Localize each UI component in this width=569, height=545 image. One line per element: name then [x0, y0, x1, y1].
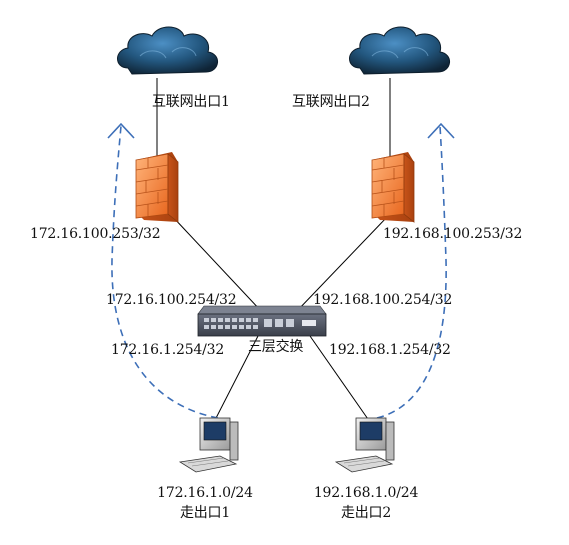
switch-downlink-right-ip: 192.168.1.254/32 — [329, 342, 451, 358]
link-firewall2-switch — [295, 215, 389, 313]
route-arrowhead-1 — [107, 122, 135, 139]
link-switch-host1 — [213, 335, 259, 423]
firewall-1-icon — [135, 152, 179, 223]
host-1-subnet-label: 172.16.1.0/24 — [157, 485, 253, 501]
firewall-1-ip-label: 172.16.100.253/32 — [30, 226, 161, 242]
link-firewall1-switch — [171, 215, 263, 313]
host-2-subnet-label: 192.168.1.0/24 — [313, 485, 419, 501]
switch-uplink-right-ip: 192.168.100.254/32 — [313, 292, 453, 308]
layer3-switch-icon — [197, 305, 327, 337]
link-switch-host2 — [309, 335, 371, 423]
switch-label: 三层交换 — [248, 339, 304, 355]
route-arrow-2 — [376, 125, 447, 419]
route-arrowhead-2 — [427, 122, 455, 139]
cloud-2-label: 互联网出口2 — [292, 94, 370, 110]
cloud-1-label: 互联网出口1 — [152, 94, 230, 110]
firewall-2-icon — [371, 152, 415, 223]
cloud-2-icon — [349, 26, 450, 75]
host-1-route-label: 走出口1 — [179, 505, 231, 521]
links — [156, 78, 391, 423]
host-2-route-label: 走出口2 — [340, 505, 392, 521]
host-2-pc-icon — [334, 417, 395, 473]
route-arrows — [107, 122, 455, 419]
cloud-1-icon — [117, 26, 218, 75]
switch-uplink-left-ip: 172.16.100.254/32 — [106, 292, 237, 308]
route-arrow-1 — [111, 125, 219, 419]
firewall-2-ip-label: 192.168.100.253/32 — [383, 226, 523, 242]
switch-downlink-left-ip: 172.16.1.254/32 — [111, 342, 225, 358]
host-1-pc-icon — [178, 417, 239, 473]
